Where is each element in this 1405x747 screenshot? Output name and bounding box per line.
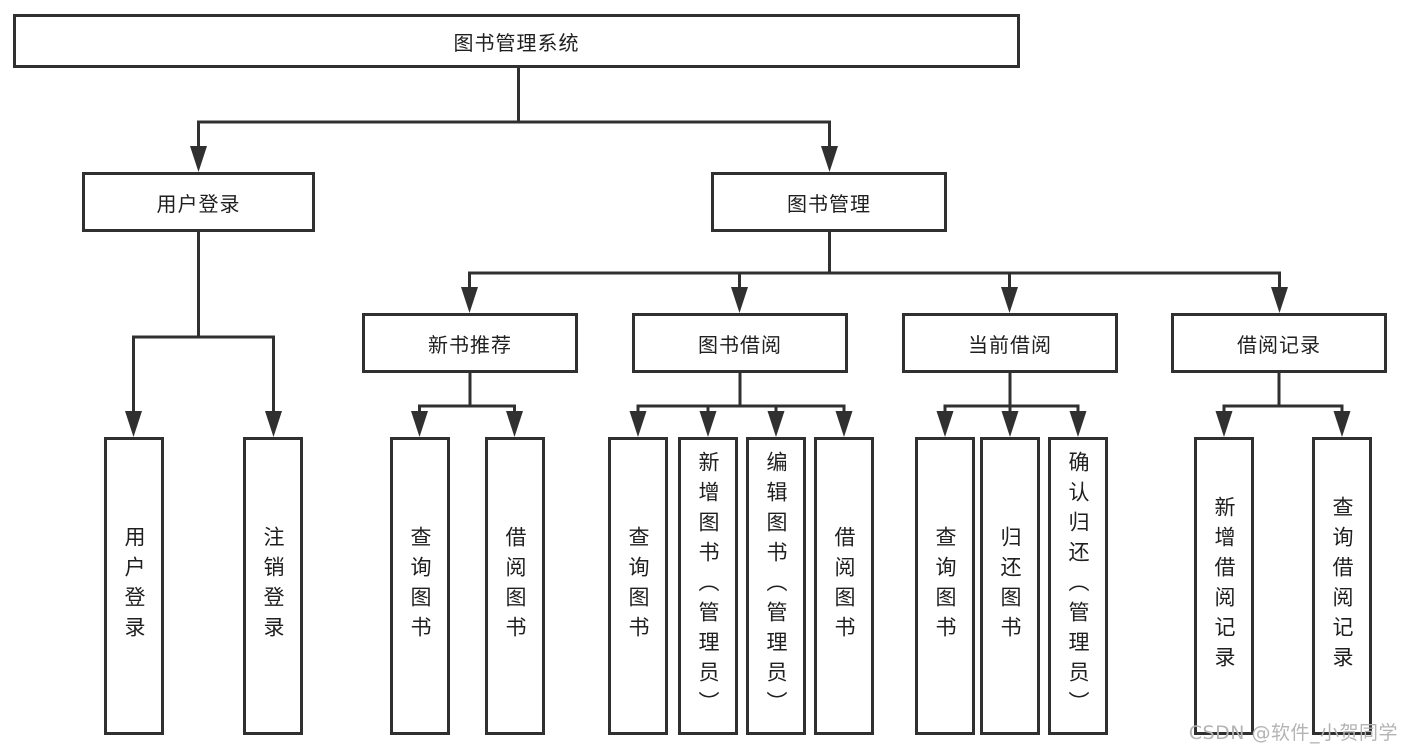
node-book-borrowing: 图书借阅 bbox=[632, 313, 848, 373]
node-label: 查询图书 bbox=[408, 526, 433, 646]
leaf-add-book-admin: 新增图书（管理员） bbox=[678, 437, 738, 735]
node-label: 新书推荐 bbox=[428, 332, 512, 357]
edge-root-to-branches bbox=[197, 68, 831, 148]
node-borrowing-records: 借阅记录 bbox=[1171, 313, 1387, 373]
leaf-borrow-books-borrowing: 借阅图书 bbox=[814, 437, 874, 735]
edge-user-login-to-leaves bbox=[132, 230, 275, 413]
node-root: 图书管理系统 bbox=[13, 14, 1020, 68]
leaf-query-borrow-record: 查询借阅记录 bbox=[1312, 437, 1372, 735]
node-label: 用户登录 bbox=[156, 191, 241, 216]
leaf-edit-book-admin: 编辑图书（管理员） bbox=[746, 437, 806, 735]
arrow-down-icon bbox=[411, 411, 428, 437]
arrow-down-icon bbox=[936, 411, 954, 437]
arrow-down-icon bbox=[506, 411, 523, 437]
node-label: 图书管理系统 bbox=[453, 30, 580, 55]
node-label: 借阅记录 bbox=[1237, 332, 1321, 357]
arrow-down-icon bbox=[1215, 411, 1233, 437]
arrowheads bbox=[125, 146, 1351, 437]
node-label: 图书借阅 bbox=[698, 332, 782, 357]
node-label: 借阅图书 bbox=[503, 526, 528, 646]
node-label: 用户登录 bbox=[122, 526, 147, 646]
node-label: 新增借阅记录 bbox=[1212, 496, 1237, 676]
arrow-down-icon bbox=[461, 287, 478, 313]
leaf-query-books-recommend: 查询图书 bbox=[390, 437, 450, 735]
leaf-query-books-current: 查询图书 bbox=[915, 437, 975, 735]
node-label: 新增图书（管理员） bbox=[696, 451, 721, 721]
node-label: 查询图书 bbox=[626, 526, 651, 646]
arrow-down-icon bbox=[767, 411, 785, 437]
arrow-down-icon bbox=[125, 411, 142, 437]
arrow-down-icon bbox=[821, 146, 838, 172]
node-label: 借阅图书 bbox=[832, 526, 857, 646]
node-label: 确认归还（管理员） bbox=[1066, 451, 1091, 721]
leaf-query-books-borrowing: 查询图书 bbox=[608, 437, 668, 735]
node-label: 图书管理 bbox=[787, 191, 871, 216]
edge-current-borrowing-to-leaves bbox=[943, 371, 1080, 413]
edge-book-borrowing-to-leaves bbox=[636, 371, 846, 413]
node-new-book-recommendation: 新书推荐 bbox=[362, 313, 578, 373]
edge-book-management-to-level3 bbox=[468, 230, 1281, 289]
arrow-down-icon bbox=[1001, 411, 1019, 437]
edge-borrowing-records-to-leaves bbox=[1222, 371, 1344, 413]
node-label: 归还图书 bbox=[998, 526, 1023, 646]
node-label: 查询借阅记录 bbox=[1330, 496, 1355, 676]
edge-new-book-to-leaves bbox=[418, 371, 516, 413]
arrow-down-icon bbox=[1069, 411, 1087, 437]
leaf-logout: 注销登录 bbox=[243, 437, 303, 735]
node-label: 当前借阅 bbox=[968, 332, 1052, 357]
node-label: 查询图书 bbox=[933, 526, 958, 646]
arrow-down-icon bbox=[629, 411, 647, 437]
arrow-down-icon bbox=[265, 411, 282, 437]
edges bbox=[132, 68, 1344, 413]
node-user-login: 用户登录 bbox=[82, 172, 315, 232]
leaf-confirm-return-admin: 确认归还（管理员） bbox=[1048, 437, 1108, 735]
arrow-down-icon bbox=[190, 146, 207, 172]
node-label: 编辑图书（管理员） bbox=[764, 451, 789, 721]
leaf-return-books: 归还图书 bbox=[980, 437, 1040, 735]
leaf-user-login: 用户登录 bbox=[104, 437, 164, 735]
arrow-down-icon bbox=[699, 411, 717, 437]
leaf-add-borrow-record: 新增借阅记录 bbox=[1194, 437, 1254, 735]
node-book-management: 图书管理 bbox=[711, 172, 947, 232]
arrow-down-icon bbox=[1271, 287, 1288, 313]
arrow-down-icon bbox=[1333, 411, 1351, 437]
arrow-down-icon bbox=[835, 411, 853, 437]
node-label: 注销登录 bbox=[261, 526, 286, 646]
node-current-borrowing: 当前借阅 bbox=[902, 313, 1118, 373]
arrow-down-icon bbox=[1001, 287, 1018, 313]
watermark: CSDN @软件_小贺同学 bbox=[1188, 722, 1398, 744]
leaf-borrow-books-recommend: 借阅图书 bbox=[485, 437, 545, 735]
arrow-down-icon bbox=[731, 287, 748, 313]
